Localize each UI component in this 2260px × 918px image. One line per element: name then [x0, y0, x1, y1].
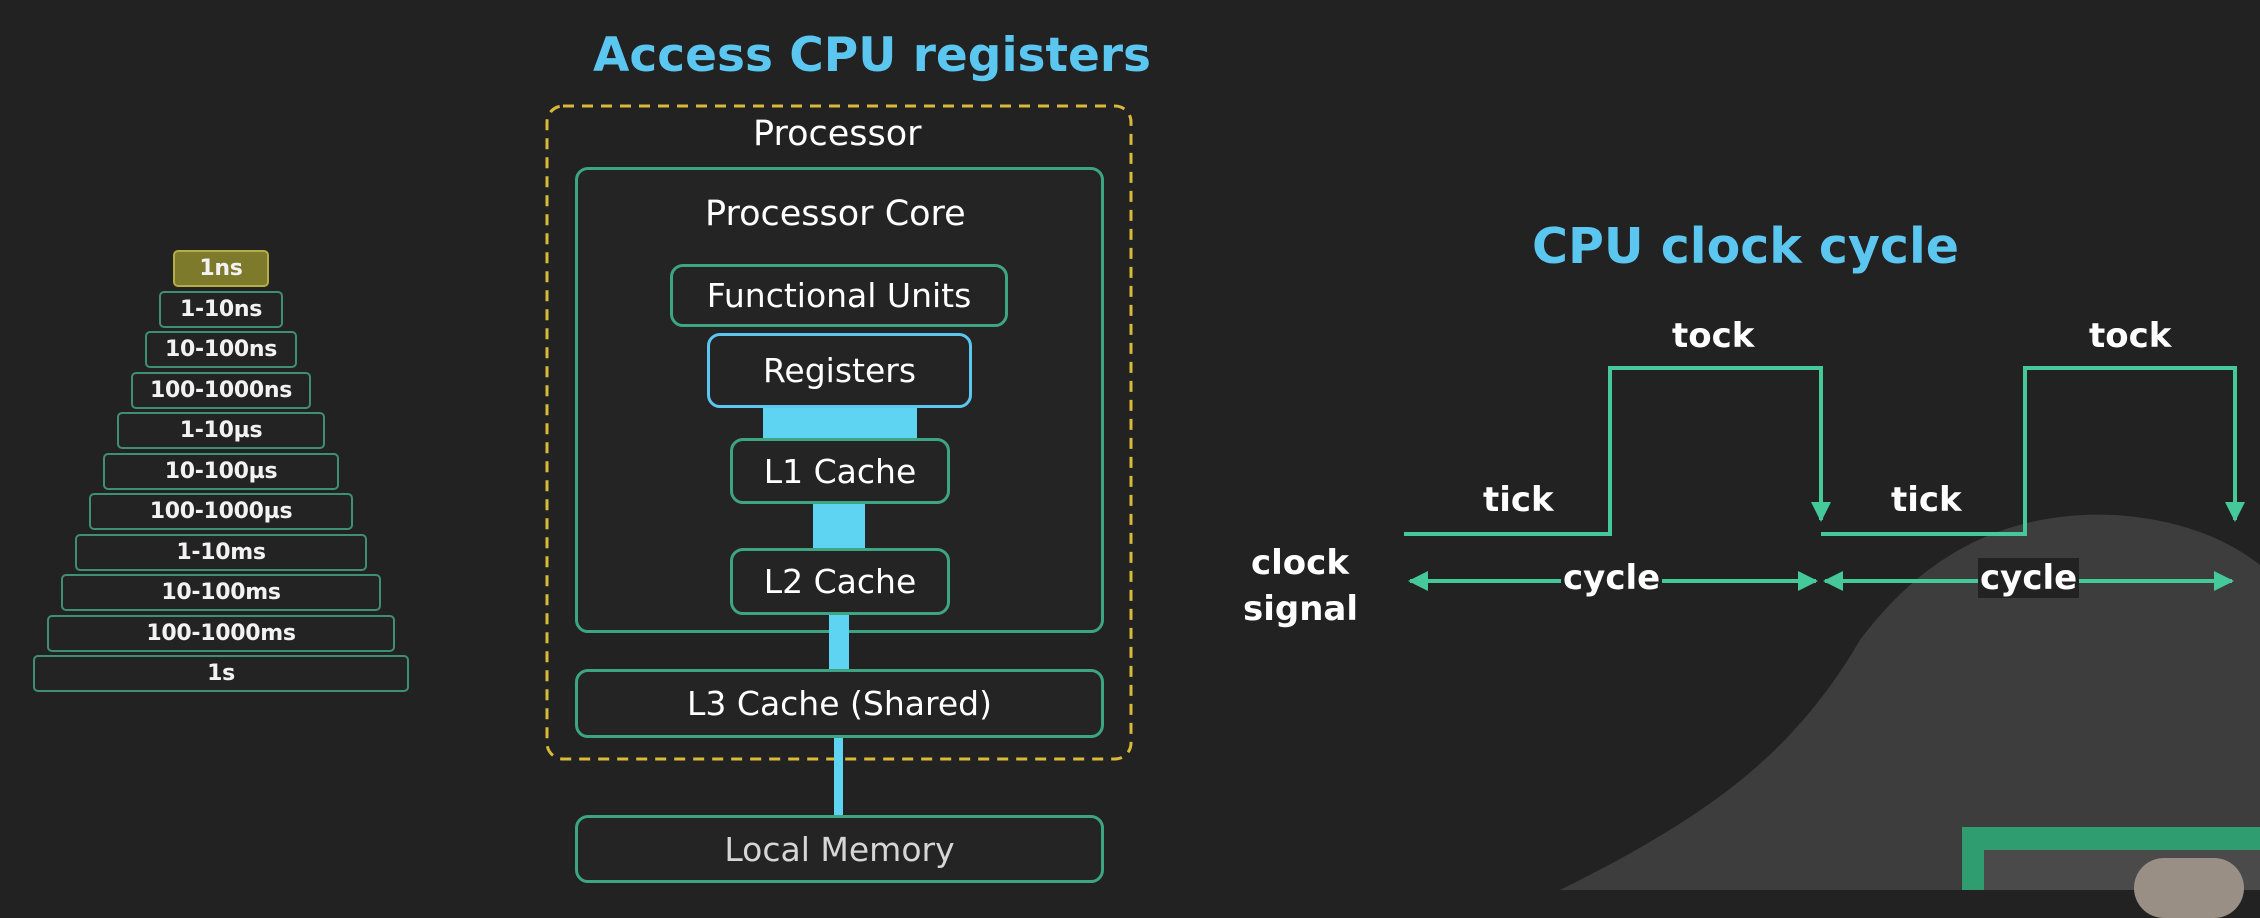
clock-waveform	[1404, 366, 2245, 591]
webcam-person-head	[2134, 858, 2244, 918]
clock-diagram-title: CPU clock cycle	[1532, 218, 1959, 275]
presenter-silhouette	[1560, 514, 2260, 890]
registers-l1-connector	[763, 407, 917, 441]
latency-row: 1-10µs	[117, 412, 325, 449]
latency-row: 1-10ns	[159, 290, 283, 328]
processor-core-label: Processor Core	[705, 194, 966, 234]
latency-row: 10-100µs	[103, 452, 339, 490]
tock-label-2: tock	[2089, 316, 2172, 356]
l2-cache-box: L2 Cache	[730, 548, 950, 615]
processor-label: Processor	[753, 114, 922, 154]
l3-memory-connector	[834, 736, 843, 818]
latency-row: 100-1000ns	[131, 371, 311, 409]
webcam-video	[1984, 850, 2260, 918]
processor-boundary	[545, 104, 1133, 761]
latency-row: 100-1000µs	[89, 493, 353, 530]
tick-label-2: tick	[1891, 480, 1962, 520]
latency-row: 100-1000ms	[47, 614, 395, 652]
tock-label-1: tock	[1672, 316, 1755, 356]
clock-signal-label-line1: clock	[1251, 543, 1349, 583]
clock-signal-label-line2: signal	[1243, 589, 1359, 629]
cycle-label-1: cycle	[1561, 558, 1663, 598]
cycle-label-2: cycle	[1978, 558, 2080, 598]
latency-row: 10-100ms	[61, 574, 381, 611]
latency-row: 1-10ms	[75, 533, 367, 571]
latency-row: 1s	[33, 655, 409, 692]
l1-cache-box: L1 Cache	[730, 438, 950, 504]
functional-units-box: Functional Units	[670, 264, 1008, 327]
registers-box: Registers	[707, 333, 972, 408]
l1-l2-connector	[813, 500, 865, 550]
local-memory-box: Local Memory	[575, 815, 1104, 883]
l2-l3-connector	[829, 612, 849, 670]
latency-row: 10-100ns	[145, 331, 297, 368]
processor-diagram-title: Access CPU registers	[593, 28, 1152, 83]
tick-label-1: tick	[1483, 480, 1554, 520]
l3-cache-box: L3 Cache (Shared)	[575, 669, 1104, 738]
latency-row: 1ns	[173, 250, 269, 287]
